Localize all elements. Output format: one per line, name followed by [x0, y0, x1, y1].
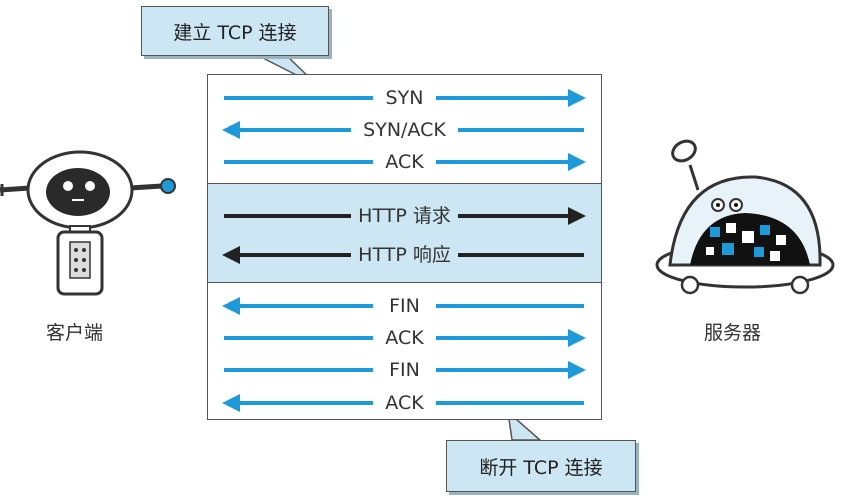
message-arrow: SYN — [208, 83, 601, 113]
message-arrow: FIN — [208, 291, 601, 321]
client-label: 客户端 — [46, 322, 104, 344]
arrow-shaft-right — [435, 368, 570, 372]
message-label: SYN/ACK — [363, 119, 446, 141]
arrow-shaft-left — [238, 304, 373, 308]
arrowhead-right-icon — [568, 153, 586, 171]
arrow-shaft-left — [238, 401, 373, 405]
message-label: ACK — [385, 151, 424, 173]
message-arrow: ACK — [208, 323, 601, 353]
arrowhead-left-icon — [222, 394, 240, 412]
arrowhead-right-icon — [568, 207, 586, 225]
message-arrow: ACK — [208, 388, 601, 418]
message-arrow: ACK — [208, 147, 601, 177]
arrow-shaft-right — [435, 401, 584, 405]
server-label: 服务器 — [704, 322, 762, 344]
arrow-shaft-left — [224, 214, 351, 218]
message-label: FIN — [389, 295, 420, 317]
arrow-shaft-right — [435, 160, 570, 164]
arrow-shaft-right — [435, 304, 584, 308]
arrowhead-left-icon — [222, 121, 240, 139]
message-label: ACK — [385, 327, 424, 349]
message-arrow: SYN/ACK — [208, 115, 601, 145]
arrow-shaft-right — [435, 336, 570, 340]
message-label: ACK — [385, 392, 424, 414]
arrow-shaft-right — [457, 128, 584, 132]
message-arrow: HTTP 请求 — [208, 201, 601, 231]
connect-callout-text: 建立 TCP 连接 — [173, 21, 297, 44]
arrow-shaft-left — [238, 253, 351, 257]
arrow-shaft-left — [224, 368, 373, 372]
message-label: HTTP 请求 — [358, 205, 451, 227]
disconnect-callout: 断开 TCP 连接 — [446, 440, 636, 492]
arrow-shaft-left — [224, 336, 373, 340]
arrowhead-left-icon — [222, 297, 240, 315]
sequence-frame: SYN SYN/ACK ACK HTTP 请求 HTTP 响应 FIN ACK FIN ACK — [207, 74, 602, 420]
arrowhead-right-icon — [568, 329, 586, 347]
server-robot-icon — [655, 139, 835, 295]
arrowhead-right-icon — [568, 89, 586, 107]
arrow-shaft-right — [457, 253, 584, 257]
arrowhead-left-icon — [222, 246, 240, 264]
message-label: SYN — [385, 87, 424, 109]
message-label: HTTP 响应 — [358, 244, 451, 266]
connect-callout: 建立 TCP 连接 — [141, 6, 329, 56]
arrow-shaft-left — [224, 96, 373, 100]
client-robot-icon — [0, 150, 176, 296]
arrow-shaft-left — [238, 128, 351, 132]
message-label: FIN — [389, 359, 420, 381]
arrow-shaft-right — [457, 214, 570, 218]
message-arrow: FIN — [208, 355, 601, 385]
disconnect-callout-text: 断开 TCP 连接 — [479, 456, 603, 479]
arrow-shaft-right — [435, 96, 570, 100]
arrowhead-right-icon — [568, 361, 586, 379]
http-section — [208, 183, 601, 283]
arrow-shaft-left — [224, 160, 373, 164]
message-arrow: HTTP 响应 — [208, 240, 601, 270]
